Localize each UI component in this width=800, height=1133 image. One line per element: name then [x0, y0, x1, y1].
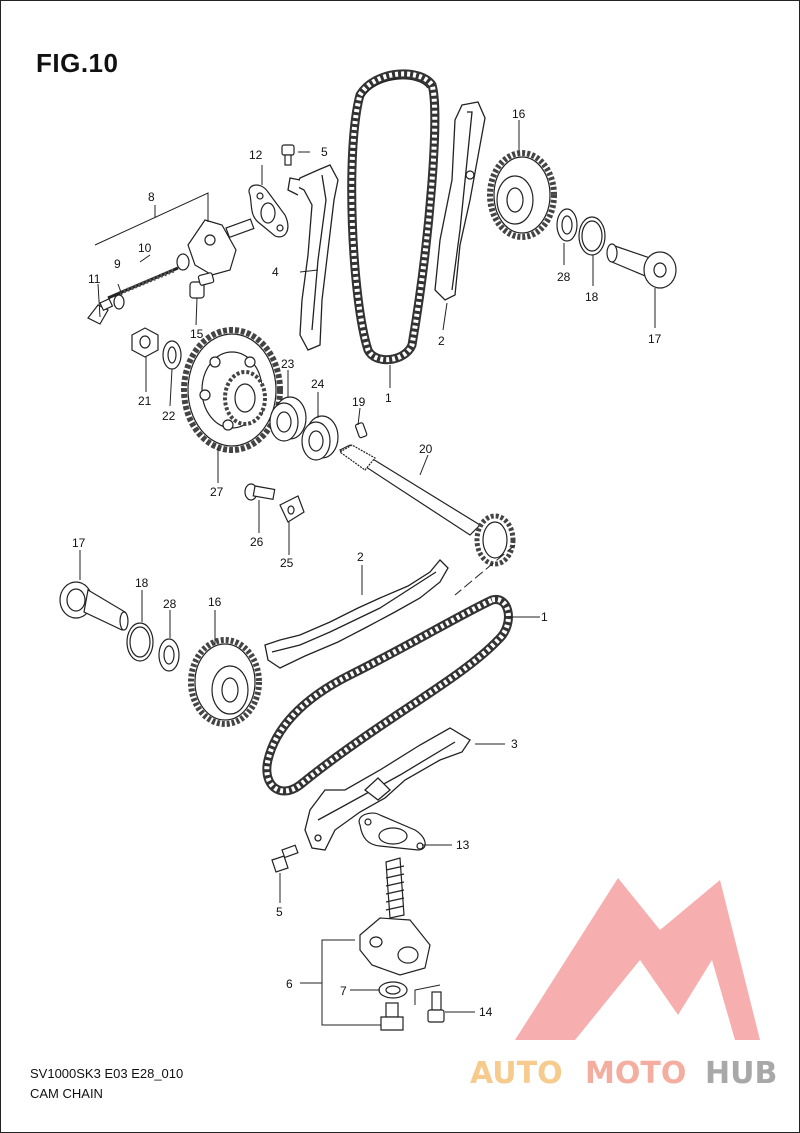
callout-7: 7 [340, 984, 347, 998]
washer-7 [378, 981, 408, 999]
watermark-moto: MOTO [585, 1056, 686, 1091]
callout-6: 6 [286, 977, 293, 991]
callout-22: 22 [162, 409, 176, 423]
washer-28-top [556, 208, 578, 242]
bolt-26 [244, 483, 276, 501]
bolt-11 [87, 297, 114, 325]
callout-13: 13 [456, 838, 470, 852]
callout-25: 25 [280, 556, 294, 570]
callout-5-lower: 5 [276, 905, 283, 919]
plug-bolt-15 [189, 272, 215, 299]
cam-chain-tensioner-6 [359, 857, 431, 976]
callout-3: 3 [511, 737, 518, 751]
shaft-pin-17-bottom [59, 581, 129, 631]
callout-labels: 1 1 2 2 3 4 5 5 6 7 8 9 10 11 12 13 14 1… [72, 107, 662, 1019]
model-code: SV1000SK3 E03 E28_010 [30, 1066, 184, 1081]
bolt-5-top [281, 144, 295, 166]
callout-27: 27 [210, 485, 224, 499]
lower-chain-guide [264, 559, 449, 669]
gasket-12 [248, 184, 289, 238]
callout-4: 4 [272, 265, 279, 279]
callout-21: 21 [138, 394, 152, 408]
callout-18-lower: 18 [135, 576, 149, 590]
bearing-23 [269, 396, 307, 442]
callout-24: 24 [311, 377, 325, 391]
automotohub-watermark: AUTO MOTO HUB [470, 878, 777, 1091]
tensioner-assembly-8 [176, 218, 255, 276]
callout-14: 14 [479, 1005, 493, 1019]
callout-16-lower: 16 [208, 595, 222, 609]
ring-18-bottom [126, 622, 154, 662]
callout-leaders [79, 120, 656, 1013]
callout-11: 11 [88, 272, 101, 286]
callout-5-upper: 5 [321, 145, 328, 159]
callout-17-upper: 17 [648, 332, 662, 346]
washer-9 [113, 294, 125, 310]
gear-27 [181, 327, 283, 453]
nut-21 [131, 327, 159, 358]
figure-caption: CAM CHAIN [30, 1086, 103, 1101]
washer-28-bottom [158, 638, 180, 672]
callout-12: 12 [249, 148, 263, 162]
callout-10: 10 [138, 241, 152, 255]
ring-18-top [578, 216, 606, 256]
callout-23: 23 [281, 357, 295, 371]
watermark-logo-icon [515, 878, 760, 1040]
callout-16-upper: 16 [512, 107, 526, 121]
tensioner-arm-3 [304, 727, 471, 851]
callout-8: 8 [148, 190, 155, 204]
callout-bracket-6 [300, 939, 441, 1026]
tensioner-rod-10 [107, 266, 179, 300]
callout-2-upper: 2 [438, 334, 445, 348]
plate-25 [279, 495, 305, 523]
shaft-pin-17-top [606, 243, 677, 289]
key-19 [354, 422, 368, 439]
bearing-24 [301, 415, 339, 461]
figure-title: FIG.10 [36, 48, 119, 78]
callout-bracket-8 [94, 192, 209, 246]
callout-28-lower: 28 [163, 597, 177, 611]
callout-20: 20 [419, 442, 433, 456]
watermark-hub: HUB [705, 1056, 777, 1091]
gasket-13 [358, 812, 426, 851]
bolt-14 [427, 991, 445, 1023]
sprocket-16-top [487, 150, 557, 240]
idle-shaft-20 [338, 444, 516, 567]
callout-17-lower: 17 [72, 536, 86, 550]
upper-cam-chain [347, 69, 440, 365]
callout-1-lower: 1 [541, 610, 548, 624]
callout-9: 9 [114, 257, 121, 271]
shaft-dashed-guide [454, 544, 516, 596]
callout-15: 15 [190, 327, 204, 341]
left-chain-tensioner-arm [287, 164, 339, 351]
upper-chain-guide [434, 101, 486, 301]
callout-1-upper: 1 [385, 391, 392, 405]
sprocket-16-bottom [188, 637, 262, 727]
bolt-5-lower [271, 844, 299, 873]
callout-18-upper: 18 [585, 290, 599, 304]
callout-19: 19 [352, 395, 366, 409]
callout-26: 26 [250, 535, 264, 549]
callout-28-upper: 28 [557, 270, 571, 284]
callout-2-lower: 2 [357, 550, 364, 564]
plug-bolt-lower [380, 1002, 404, 1031]
washer-22 [162, 340, 182, 370]
lower-cam-chain [262, 595, 513, 796]
watermark-auto: AUTO [470, 1056, 563, 1091]
